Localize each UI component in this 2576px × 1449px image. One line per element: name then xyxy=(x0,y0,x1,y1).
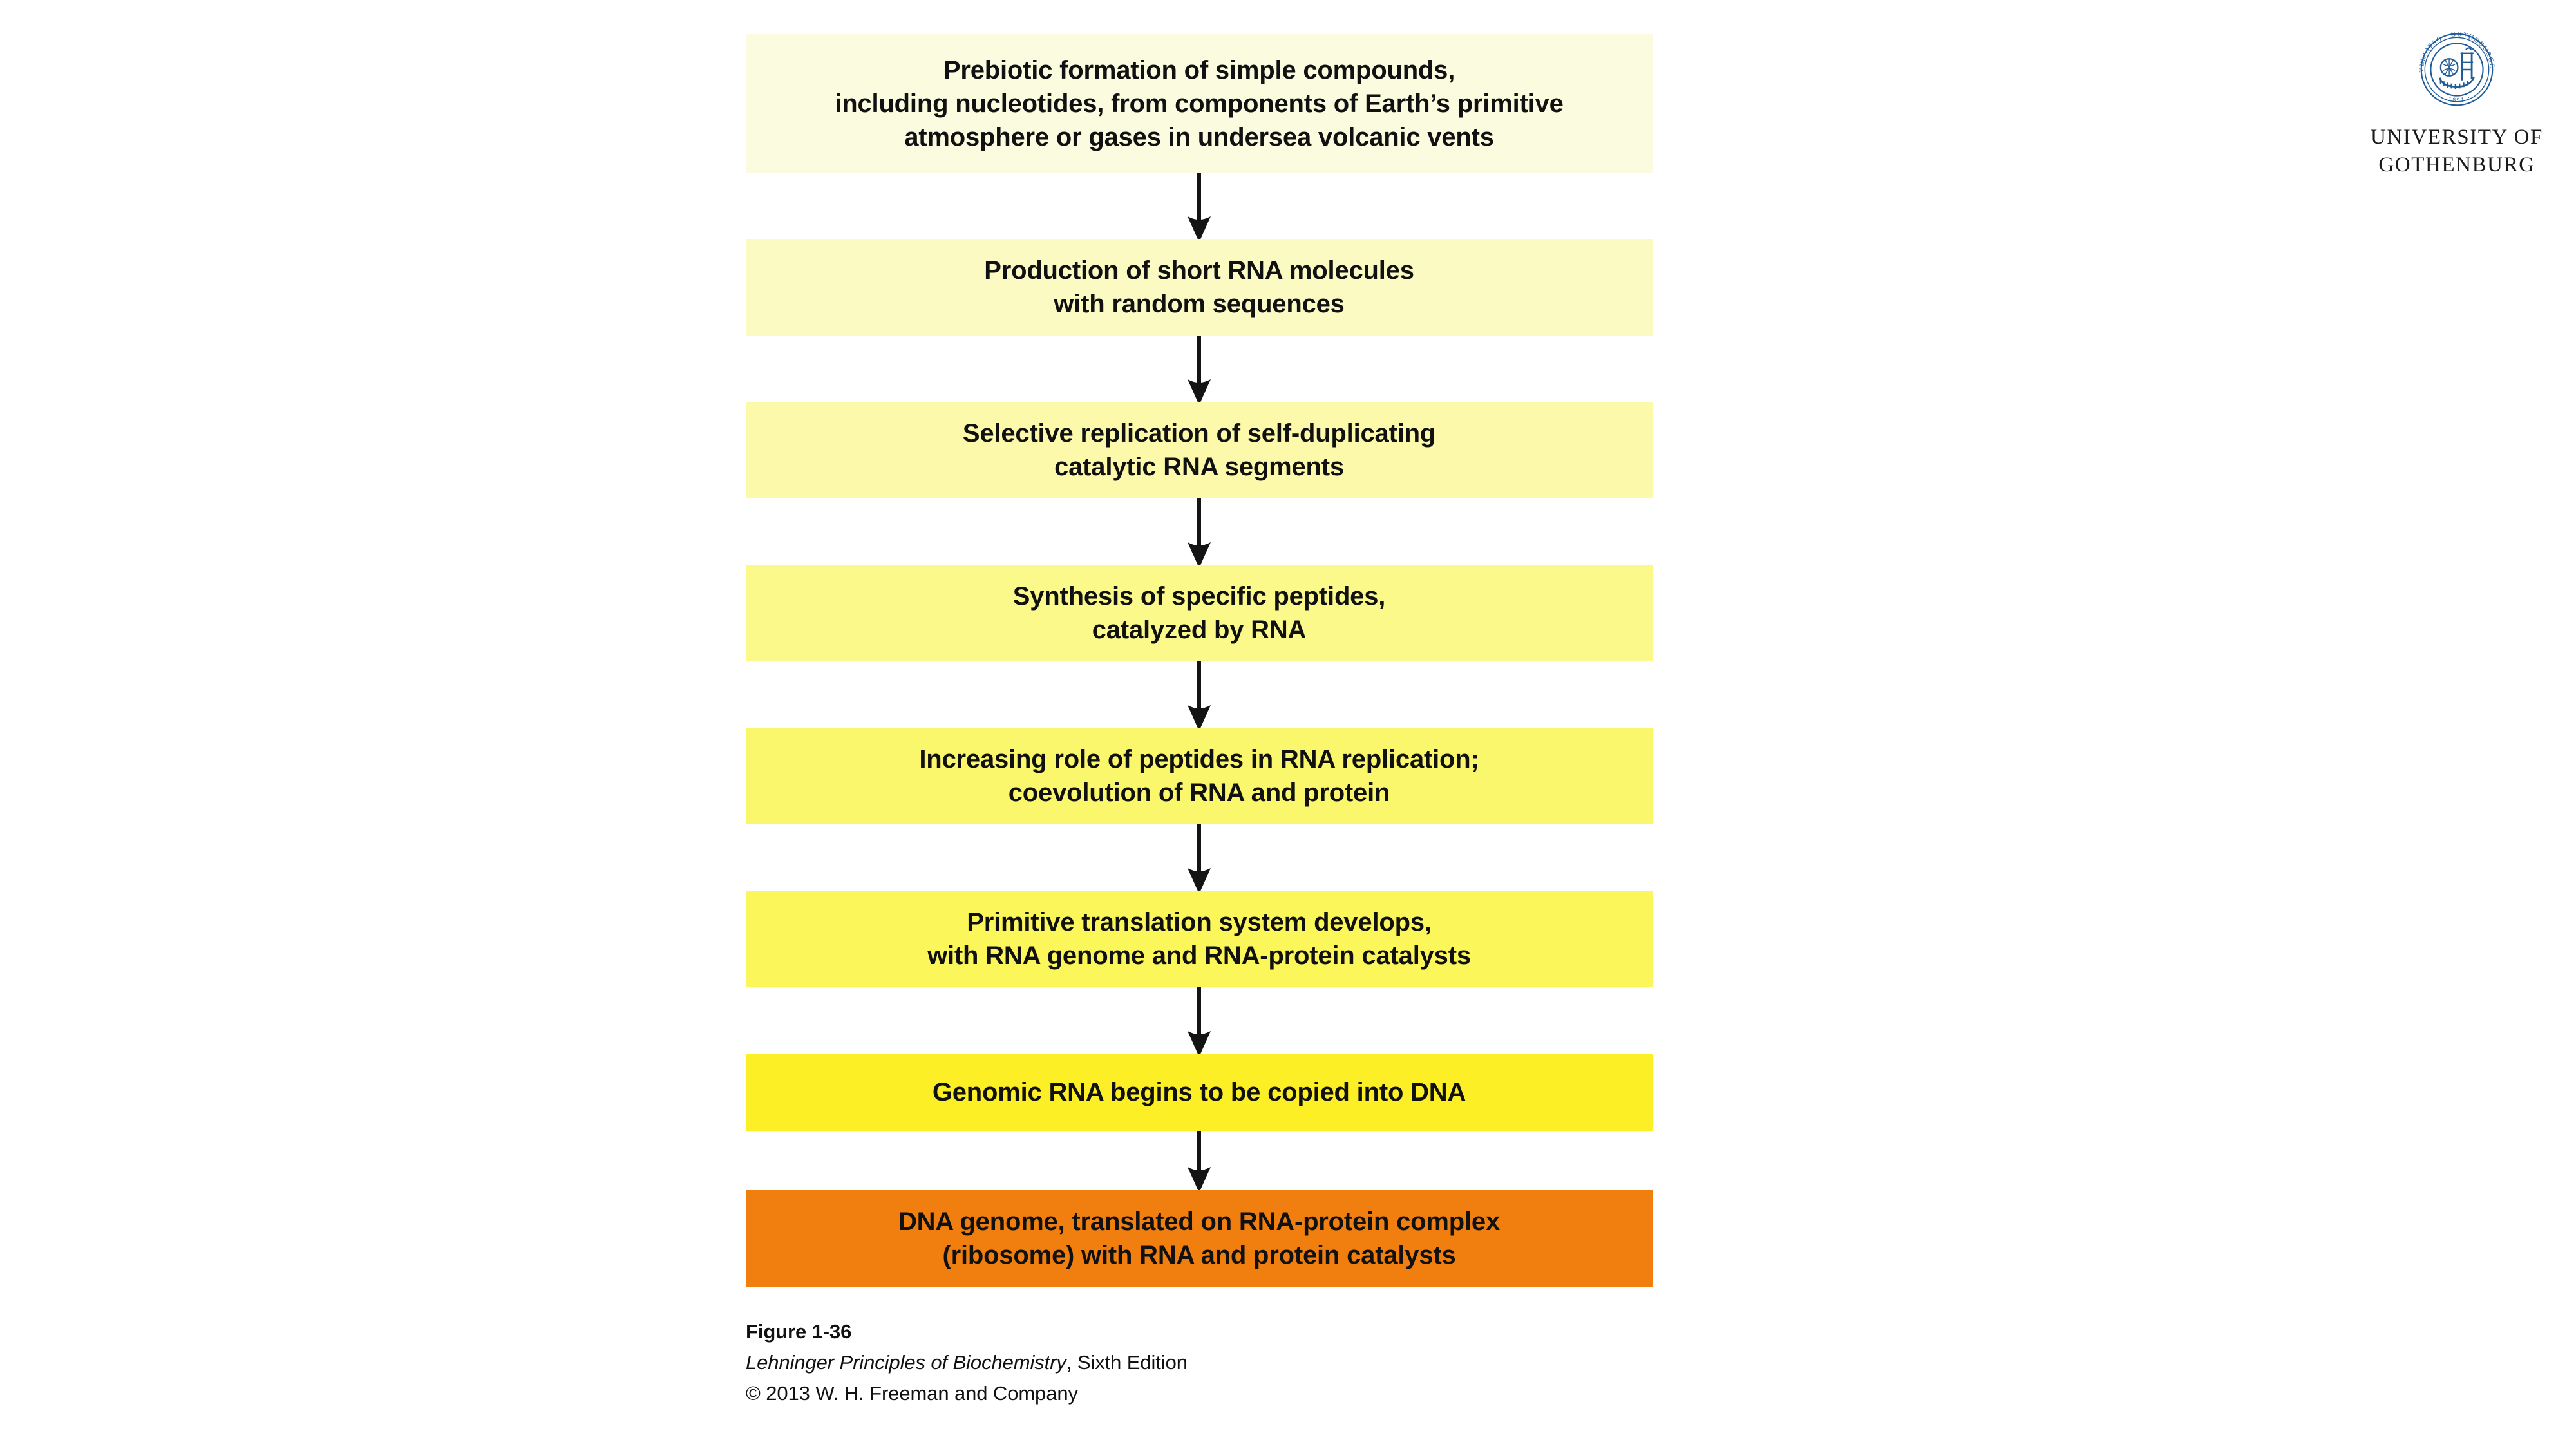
flow-arrow-down-icon xyxy=(746,498,1653,568)
flow-box-line: Prebiotic formation of simple compounds, xyxy=(943,55,1455,84)
flow-arrow-down-icon xyxy=(746,661,1653,731)
figure-copyright: © 2013 W. H. Freeman and Company xyxy=(746,1382,1078,1405)
flow-step-dna-genome-ribosome: DNA genome, translated on RNA-protein co… xyxy=(746,1190,1653,1287)
flow-arrow-down-icon xyxy=(746,336,1653,405)
flow-box-line: Synthesis of specific peptides, xyxy=(1012,582,1386,611)
flow-arrow-down-icon xyxy=(746,987,1653,1057)
flow-box-line: with random sequences xyxy=(1054,290,1345,318)
logo-wordmark-line1: UNIVERSITY OF xyxy=(2371,126,2543,149)
logo-wordmark: UNIVERSITY OF GOTHENBURG xyxy=(2371,124,2543,179)
university-logo: UNIVERSITAS · GOTHOBURGENSIS · 1891 · UN… xyxy=(2344,24,2570,179)
flow-box-primitive-translation-system: Primitive translation system develops, wi… xyxy=(746,891,1653,987)
flow-box-line: Genomic RNA begins to be copied into DNA xyxy=(932,1078,1466,1106)
arrow-shaft xyxy=(1197,498,1201,546)
flowchart: Prebiotic formation of simple compounds,… xyxy=(746,34,1653,1287)
figure-number: Figure 1-36 xyxy=(746,1320,852,1343)
flow-box-selective-replication: Selective replication of self-duplicatin… xyxy=(746,402,1653,498)
flow-box-line: Selective replication of self-duplicatin… xyxy=(962,419,1436,448)
flow-box-line: (ribosome) with RNA and protein catalyst… xyxy=(942,1241,1456,1269)
flow-box-line: atmosphere or gases in undersea volcanic… xyxy=(904,122,1494,151)
figure-source-title: Lehninger Principles of Biochemistry xyxy=(746,1351,1066,1374)
flow-step-prebiotic-formation: Prebiotic formation of simple compounds,… xyxy=(746,34,1653,173)
figure-source-edition: , Sixth Edition xyxy=(1066,1351,1188,1374)
flow-box-line: including nucleotides, from components o… xyxy=(835,89,1564,118)
svg-text:· 1891 ·: · 1891 · xyxy=(2441,94,2473,104)
figure-caption: Figure 1-36 Lehninger Principles of Bioc… xyxy=(746,1318,1188,1408)
arrow-shaft xyxy=(1197,661,1201,709)
flow-box-line: Primitive translation system develops, xyxy=(967,908,1432,936)
flow-step-selective-replication: Selective replication of self-duplicatin… xyxy=(746,402,1653,498)
flow-box-line: catalyzed by RNA xyxy=(1092,616,1307,644)
flow-box-dna-genome-ribosome: DNA genome, translated on RNA-protein co… xyxy=(746,1190,1653,1287)
flow-arrow-down-icon xyxy=(746,173,1653,242)
flow-box-short-rna-production: Production of short RNA molecules with ra… xyxy=(746,239,1653,336)
flow-arrow-down-icon xyxy=(746,1131,1653,1193)
university-seal-icon: UNIVERSITAS · GOTHOBURGENSIS · 1891 · xyxy=(2412,24,2494,106)
arrow-shaft xyxy=(1197,336,1201,383)
flow-box-line: with RNA genome and RNA-protein catalyst… xyxy=(927,942,1471,970)
flow-step-genomic-rna-to-dna: Genomic RNA begins to be copied into DNA xyxy=(746,1054,1653,1131)
flow-step-rna-protein-coevolution: Increasing role of peptides in RNA repli… xyxy=(746,728,1653,824)
flow-box-line: Production of short RNA molecules xyxy=(984,256,1414,285)
flow-box-peptide-synthesis: Synthesis of specific peptides, catalyzed… xyxy=(746,565,1653,661)
flow-step-peptide-synthesis: Synthesis of specific peptides, catalyzed… xyxy=(746,565,1653,661)
flow-box-line: catalytic RNA segments xyxy=(1054,453,1344,481)
flow-box-line: coevolution of RNA and protein xyxy=(1008,779,1390,807)
flow-box-genomic-rna-to-dna: Genomic RNA begins to be copied into DNA xyxy=(746,1054,1653,1131)
arrow-shaft xyxy=(1197,173,1201,220)
arrow-shaft xyxy=(1197,987,1201,1035)
flow-box-line: Increasing role of peptides in RNA repli… xyxy=(919,745,1479,773)
logo-wordmark-line2: GOTHENBURG xyxy=(2378,153,2535,176)
arrow-shaft xyxy=(1197,824,1201,872)
flow-arrow-down-icon xyxy=(746,824,1653,894)
figure-source: Lehninger Principles of Biochemistry, Si… xyxy=(746,1349,1188,1377)
flow-box-line: DNA genome, translated on RNA-protein co… xyxy=(898,1208,1501,1236)
flow-step-primitive-translation-system: Primitive translation system develops, wi… xyxy=(746,891,1653,987)
flow-step-short-rna-production: Production of short RNA molecules with ra… xyxy=(746,239,1653,336)
arrow-shaft xyxy=(1197,1131,1201,1171)
flow-box-rna-protein-coevolution: Increasing role of peptides in RNA repli… xyxy=(746,728,1653,824)
flow-box-prebiotic-formation: Prebiotic formation of simple compounds,… xyxy=(746,34,1653,173)
